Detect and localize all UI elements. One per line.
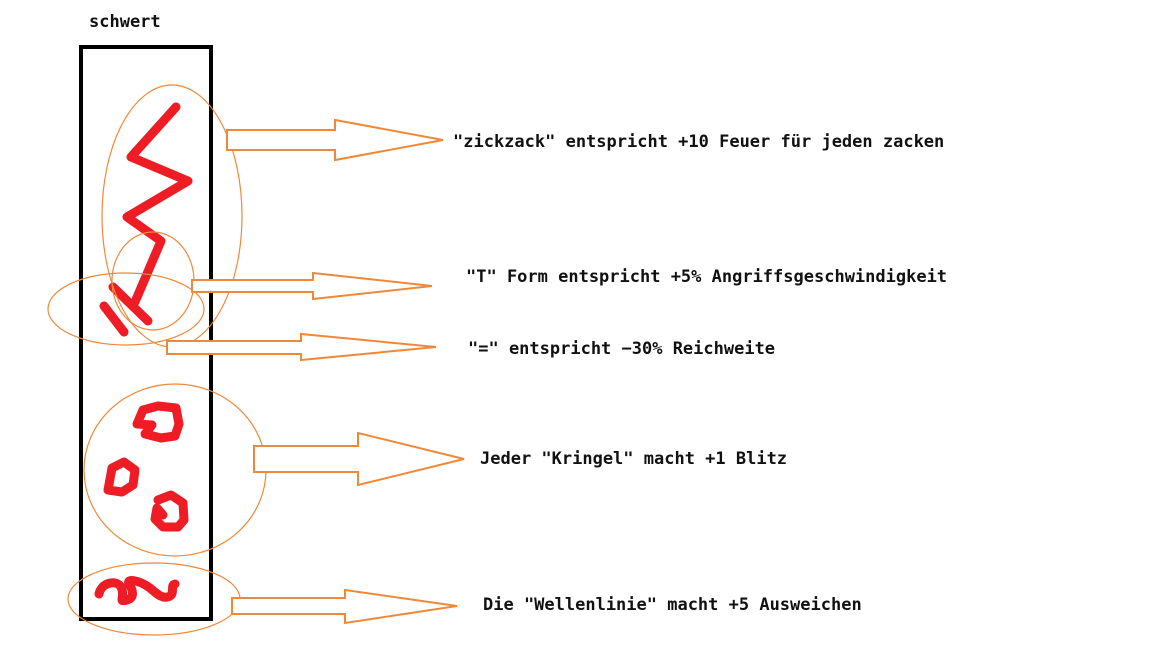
- t-form-highlight: [111, 231, 195, 331]
- annotation-gleich: "=" entspricht −30% Reichweite: [468, 339, 776, 359]
- arrow-gleich: [166, 332, 437, 362]
- kringel-symbol-2: [103, 457, 140, 497]
- arrow-kringel: [253, 431, 465, 487]
- sword-symbols: [94, 102, 193, 606]
- arrows: [166, 118, 465, 625]
- annotation-kringel: Jeder "Kringel" macht +1 Blitz: [480, 449, 788, 469]
- sword-outline: [79, 45, 213, 621]
- wave-highlight: [67, 562, 241, 636]
- kringel-symbol-3: [150, 490, 189, 532]
- arrow-zickzack: [226, 118, 444, 162]
- annotation-zickzack: "zickzack" entspricht +10 Feuer für jede…: [453, 132, 945, 152]
- t-form-stroke-2: [99, 301, 129, 337]
- arrow-wellenlinie: [231, 588, 458, 625]
- annotation-t-form: "T" Form entspricht +5% Angriffsgeschwin…: [466, 267, 948, 287]
- kringel-symbol-1: [132, 401, 184, 443]
- gleich-highlight: [47, 272, 205, 346]
- zigzag-symbol: [122, 102, 193, 307]
- wave-symbol: [94, 576, 180, 606]
- t-form-stroke-1: [108, 282, 153, 326]
- arrow-t-form: [191, 271, 433, 301]
- annotation-wellenlinie: Die "Wellenlinie" macht +5 Ausweichen: [483, 595, 862, 615]
- page-title: schwert: [89, 12, 161, 32]
